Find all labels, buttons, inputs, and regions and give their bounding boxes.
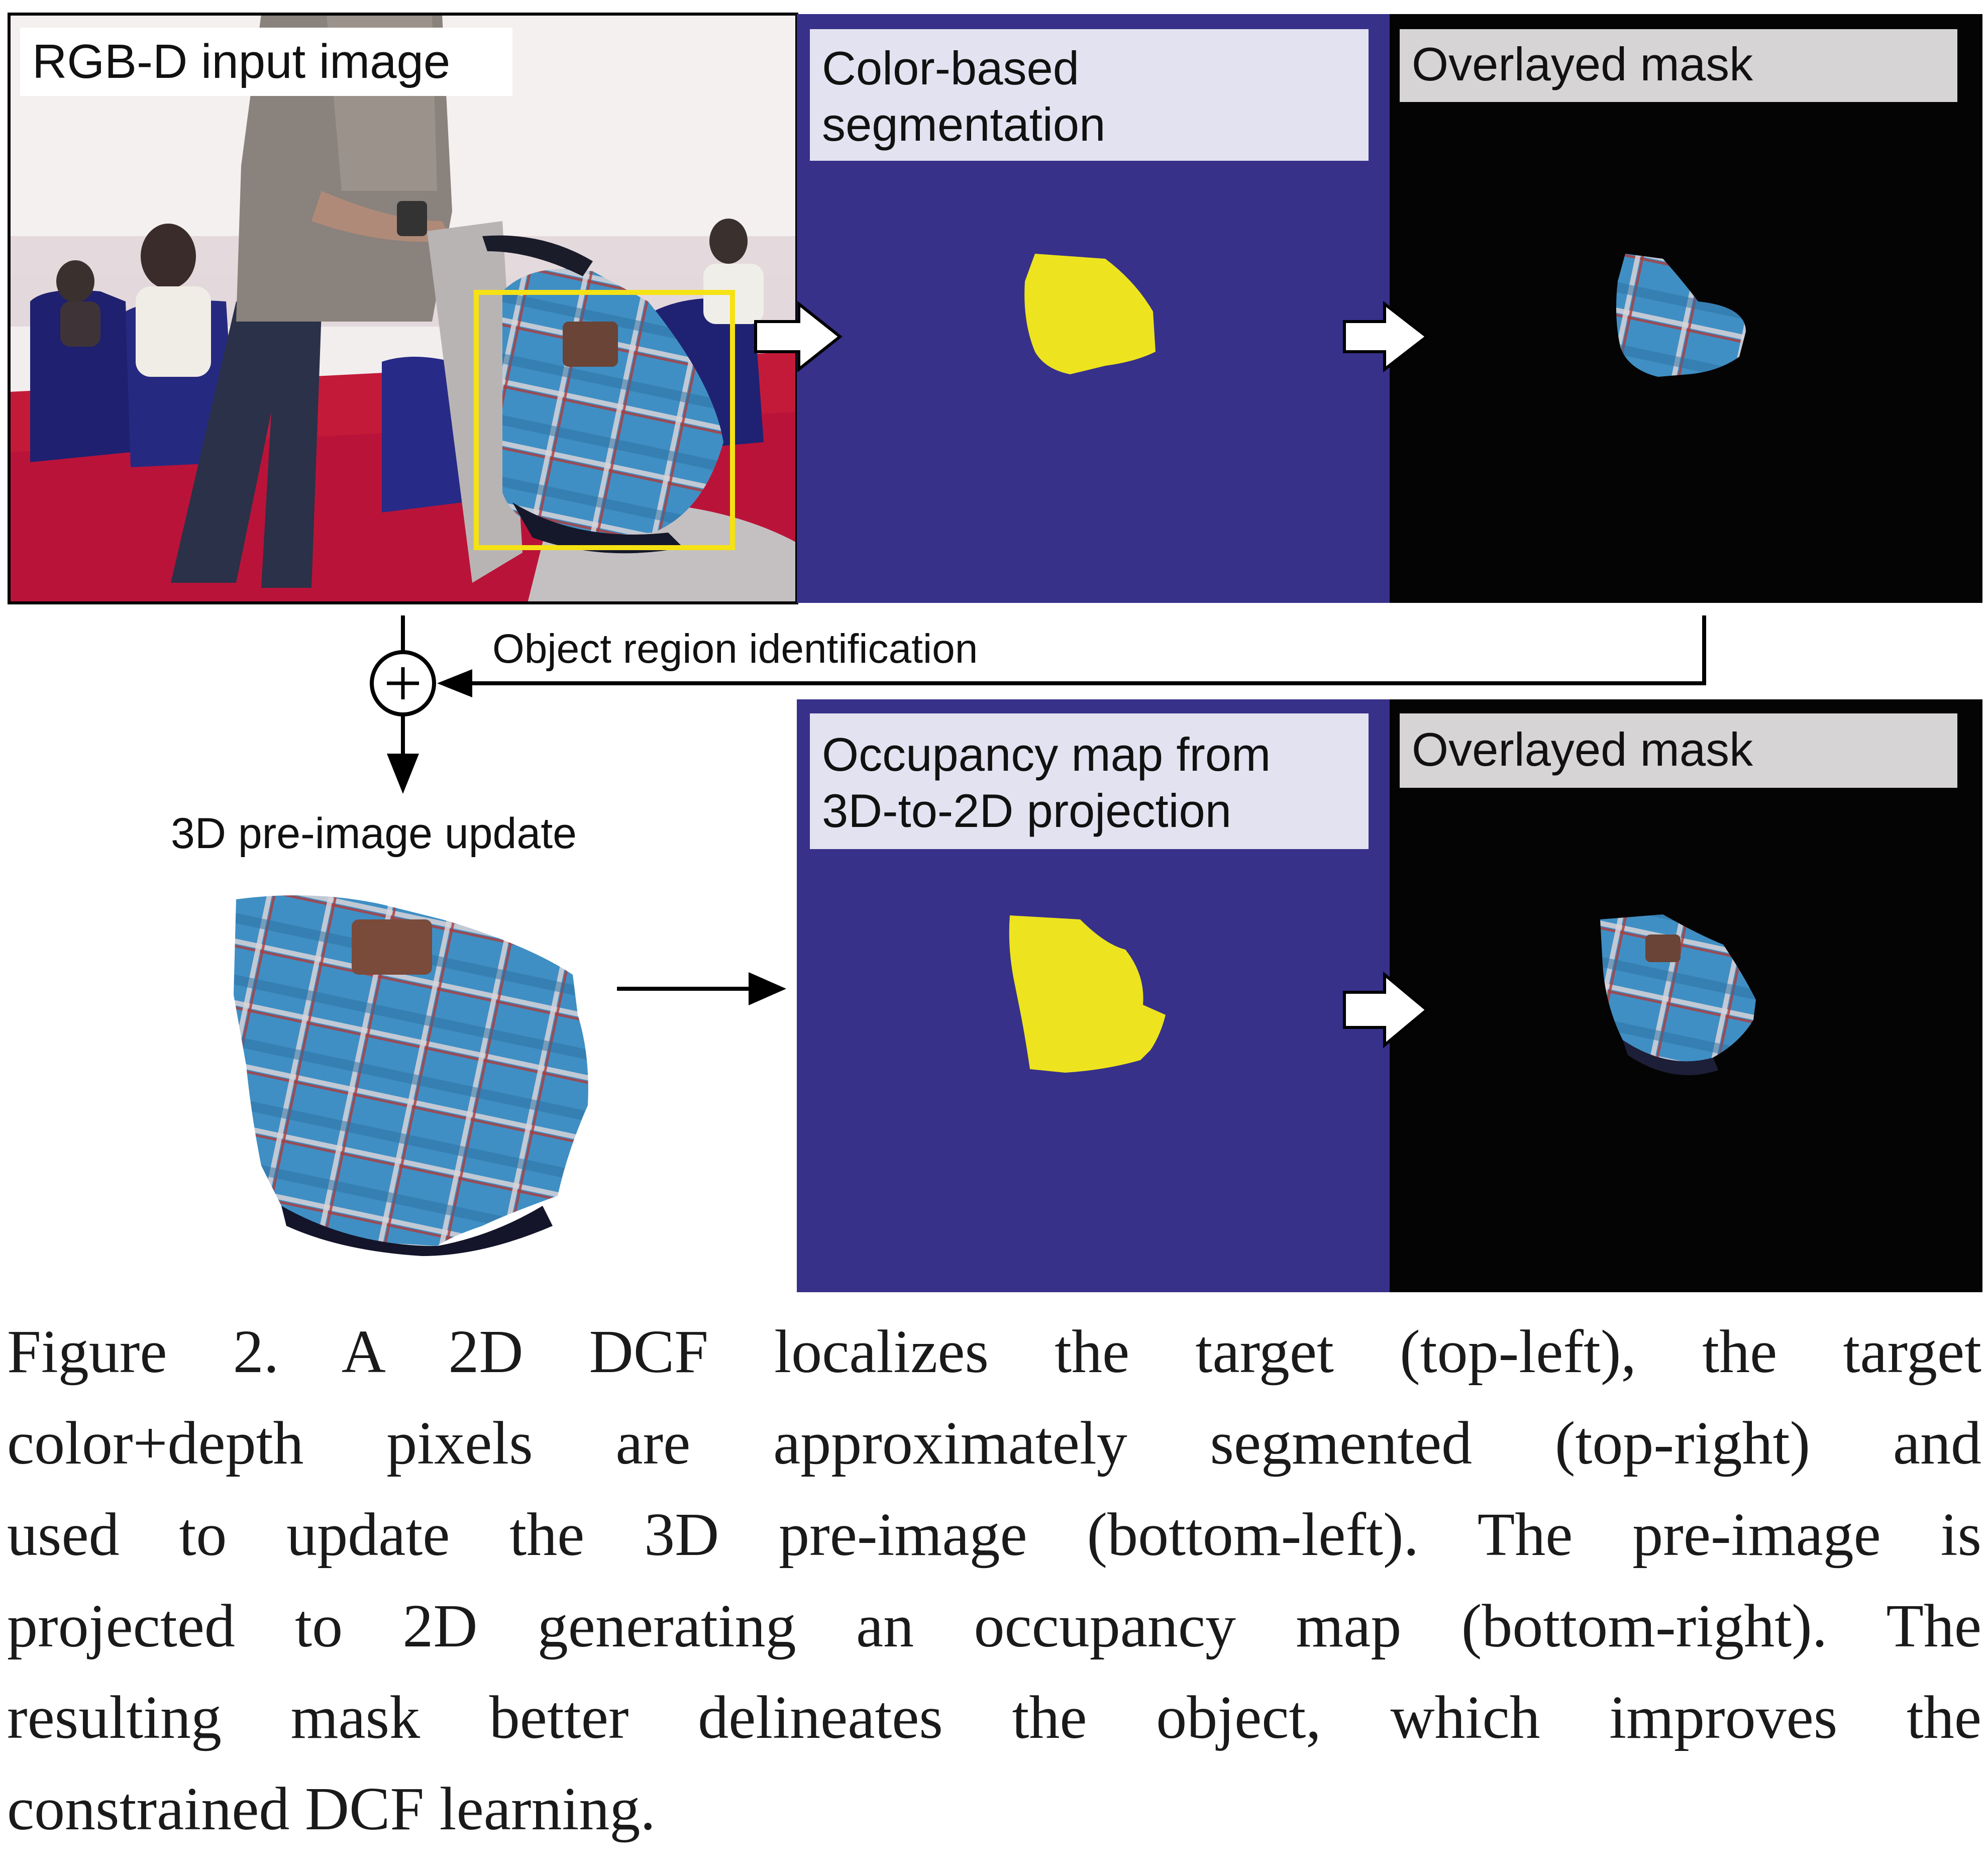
color-segmentation-label: Color-based segmentation [810, 29, 1369, 161]
preimage-to-occupancy-arrow [617, 972, 786, 1005]
overlay-bottom-label: Overlayed mask [1400, 713, 1957, 788]
occupancy-map-label-line-1: Occupancy map from [822, 728, 1271, 781]
color-segmentation-label-line-1: Color-based [822, 42, 1080, 94]
segmentation-mask [1024, 254, 1156, 374]
occupancy-mask [1009, 915, 1166, 1073]
overlay-top-panel [1390, 14, 1982, 603]
overlay-bottom-object [1600, 914, 1756, 1068]
hollow-arrow-1 [754, 300, 843, 373]
caption-line-2: color+depth pixels are approximately seg… [7, 1409, 1981, 1477]
rgbd-input-label: RGB-D input image [20, 28, 512, 96]
occupancy-map-label-line-2: 3D-to-2D projection [822, 784, 1232, 837]
caption-line-1: Figure 2. A 2D DCF localizes the target … [7, 1318, 1981, 1386]
color-segmentation-label-line-2: segmentation [822, 98, 1106, 151]
overlay-bottom-panel [1390, 699, 1982, 1292]
feedback-arrow [437, 615, 1706, 697]
figure-graphics [8, 13, 1982, 1292]
caption-line-5: resulting mask better delineates the obj… [7, 1684, 1981, 1751]
object-region-identification-label: Object region identification [492, 626, 978, 672]
preimage-update-label: 3D pre-image update [171, 809, 577, 858]
hollow-arrow-3 [1343, 971, 1429, 1049]
hollow-arrow-2 [1343, 300, 1429, 373]
caption-line-3: used to update the 3D pre-image (bottom-… [7, 1501, 1981, 1569]
occupancy-map-label: Occupancy map from 3D-to-2D projection [810, 713, 1369, 849]
rgbd-photo-panel [8, 13, 798, 604]
caption-line-6: constrained DCF learning. [7, 1775, 656, 1843]
figure: RGB-D input image Color-based segmentati… [8, 13, 1982, 1292]
sum-down-arrow [387, 714, 419, 794]
sum-node [370, 650, 436, 716]
overlay-top-object [1616, 254, 1746, 377]
figure-caption: Figure 2. A 2D DCF localizes the target … [7, 1306, 1981, 1855]
preimage-object [234, 895, 588, 1256]
caption-line-4: projected to 2D generating an occupancy … [7, 1592, 1981, 1660]
overlay-top-label: Overlayed mask [1400, 29, 1957, 102]
